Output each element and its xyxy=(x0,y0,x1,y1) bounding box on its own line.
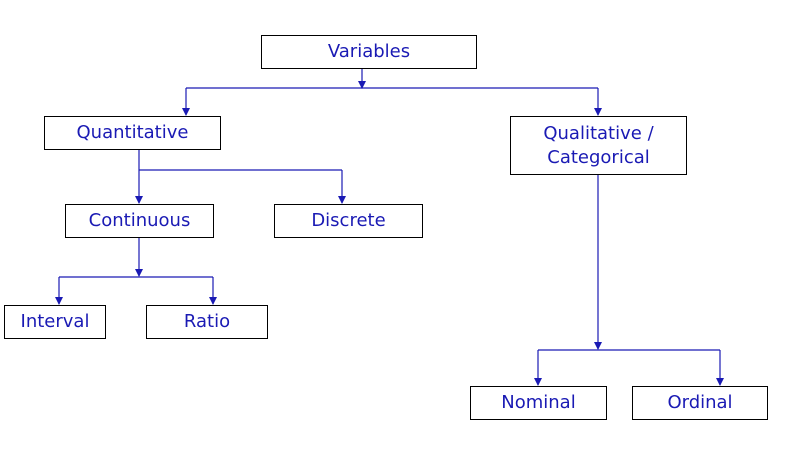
node-qualitative-label-line2: Categorical xyxy=(547,146,650,168)
node-quantitative-label: Quantitative xyxy=(76,122,189,143)
node-variables: Variables xyxy=(261,35,477,69)
node-ratio-label: Ratio xyxy=(183,311,231,332)
node-ordinal: Ordinal xyxy=(632,386,768,420)
node-discrete: Discrete xyxy=(274,204,423,238)
node-nominal-label: Nominal xyxy=(501,392,576,413)
edge-qualitative-branches xyxy=(534,175,724,386)
node-qualitative-categorical: Qualitative / Categorical xyxy=(510,116,687,175)
node-continuous-label: Continuous xyxy=(88,210,191,231)
node-variables-label: Variables xyxy=(327,41,411,62)
edge-continuous-branches xyxy=(55,238,217,305)
edge-variables-branches xyxy=(182,69,602,116)
node-interval-label: Interval xyxy=(20,311,90,332)
node-ordinal-label: Ordinal xyxy=(667,392,733,413)
node-quantitative: Quantitative xyxy=(44,116,221,150)
node-nominal: Nominal xyxy=(470,386,607,420)
node-interval: Interval xyxy=(4,305,106,339)
node-ratio: Ratio xyxy=(146,305,268,339)
edge-quantitative-branches xyxy=(135,150,346,204)
node-continuous: Continuous xyxy=(65,204,214,238)
node-discrete-label: Discrete xyxy=(311,210,386,231)
node-qualitative-label-line1: Qualitative / xyxy=(543,122,654,144)
